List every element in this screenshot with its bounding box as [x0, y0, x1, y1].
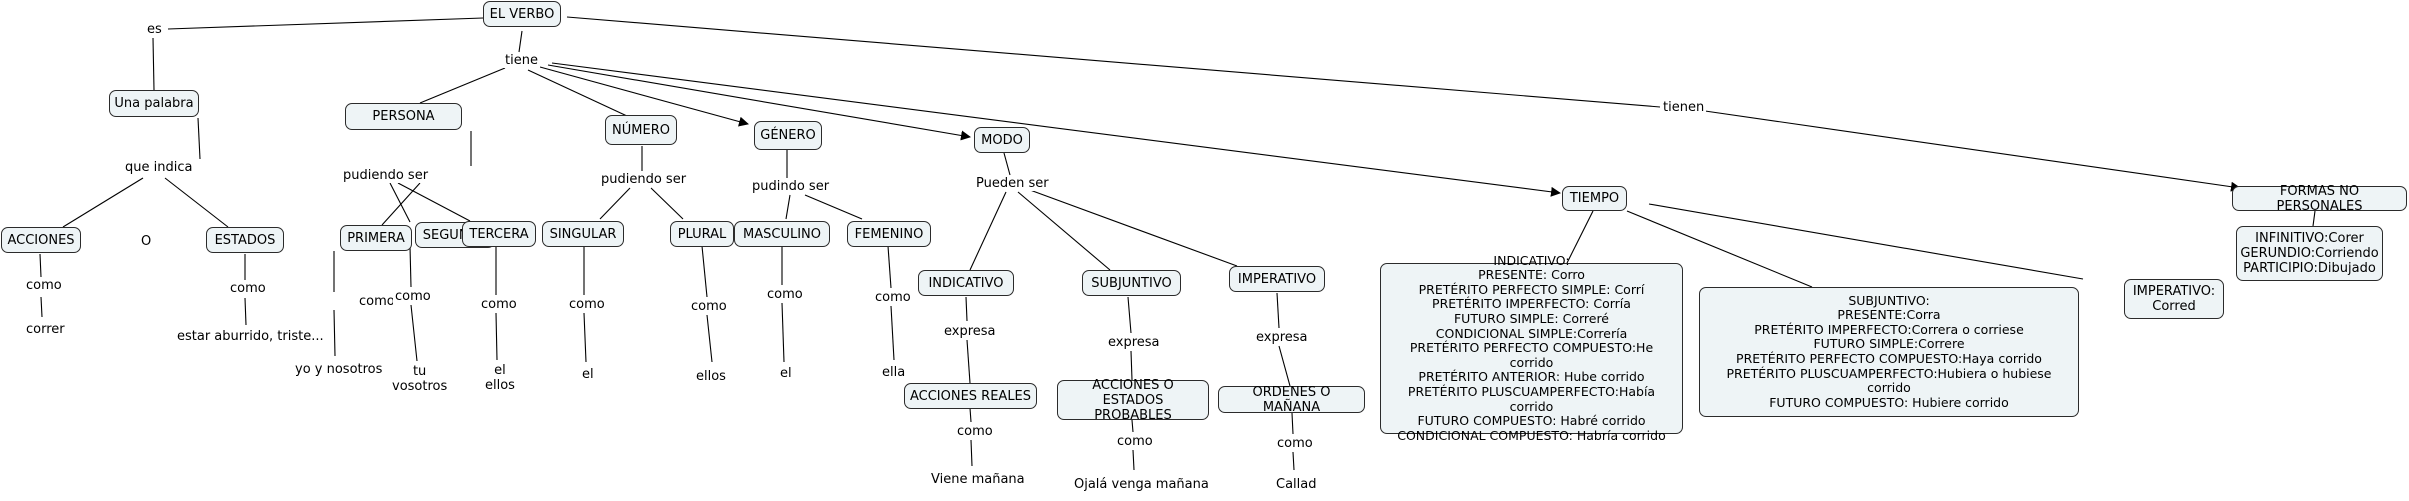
- label-el-singular: el: [580, 367, 596, 382]
- node-tiempo: TIEMPO: [1562, 186, 1627, 211]
- node-tiempo-subjuntivo: SUBJUNTIVO: PRESENTE:Corra PRETÉRITO IMP…: [1699, 287, 2079, 417]
- label-expresa-subjuntivo: expresa: [1106, 335, 1162, 350]
- label-el-masculino: el: [778, 366, 794, 381]
- label-tu-vosotros: tu vosotros: [390, 364, 450, 394]
- label-ella: ella: [880, 365, 908, 380]
- label-estar-aburrido: estar aburrido, triste...: [175, 329, 326, 344]
- node-singular: SINGULAR: [542, 221, 624, 247]
- label-pudiendo-ser-persona: pudiendo ser: [341, 168, 431, 183]
- label-plural-como: como: [689, 299, 729, 314]
- node-primera: PRIMERA: [340, 225, 412, 251]
- label-ellos-plural: ellos: [694, 369, 728, 384]
- node-tiempo-indicativo: INDICATIVO: PRESENTE: Corro PRETÉRITO PE…: [1380, 253, 1683, 443]
- label-pudiendo-ser-numero: pudiendo ser: [599, 172, 689, 187]
- node-persona: PERSONA: [345, 103, 462, 130]
- node-subjuntivo: SUBJUNTIVO: [1082, 270, 1181, 296]
- label-expresa-imperativo: expresa: [1254, 330, 1310, 345]
- node-acciones-reales: ACCIONES REALES: [904, 383, 1037, 409]
- label-reales-como: como: [955, 424, 995, 439]
- label-segunda-como: como: [393, 289, 433, 304]
- label-yo-nosotros: yo y nosotros: [293, 362, 385, 377]
- label-ordenes-como: como: [1275, 436, 1315, 451]
- label-masculino-como: como: [765, 287, 805, 302]
- label-primera-como: como: [357, 294, 397, 309]
- label-tiene: tiene: [503, 53, 540, 68]
- label-acciones-como: como: [24, 278, 64, 293]
- node-numero: NÚMERO: [605, 115, 677, 145]
- label-que-indica: que indica: [123, 160, 195, 175]
- label-femenino-como: como: [873, 290, 913, 305]
- node-modo: MODO: [974, 127, 1030, 153]
- label-o: O: [139, 234, 154, 249]
- label-pudindo-ser-genero: pudindo ser: [750, 179, 832, 194]
- node-indicativo: INDICATIVO: [918, 270, 1014, 296]
- label-ojala: Ojalá venga mañana: [1072, 477, 1211, 492]
- node-estados: ESTADOS: [206, 227, 284, 253]
- label-expresa-indicativo: expresa: [942, 324, 998, 339]
- node-masculino: MASCULINO: [734, 221, 830, 247]
- node-formas-no-personales: FORMAS NO PERSONALES: [2232, 184, 2407, 214]
- label-estados-como: como: [228, 281, 268, 296]
- label-el-ellos: el ellos: [483, 363, 517, 393]
- label-callad: Callad: [1274, 477, 1319, 492]
- label-viene-manana: Viene mañana: [929, 472, 1027, 487]
- node-plural: PLURAL: [670, 221, 734, 247]
- node-genero: GÉNERO: [754, 121, 822, 150]
- node-una-palabra: Una palabra: [109, 90, 199, 117]
- node-tiempo-imperativo: IMPERATIVO: Corred: [2124, 279, 2224, 319]
- label-singular-como: como: [567, 297, 607, 312]
- label-pueden-ser: Pueden ser: [974, 176, 1051, 191]
- label-correr: correr: [24, 322, 67, 337]
- node-formas-detalle: INFINITIVO:Corer GERUNDIO:Corriendo PART…: [2236, 226, 2383, 281]
- node-imperativo: IMPERATIVO: [1229, 266, 1325, 292]
- label-es: es: [145, 22, 164, 37]
- node-ordenes: ORDENES O MAÑANA: [1218, 385, 1365, 415]
- node-acciones: ACCIONES: [1, 227, 81, 253]
- label-tercera-como: como: [479, 297, 519, 312]
- node-femenino: FEMENINO: [847, 221, 931, 247]
- label-tienen: tienen: [1661, 100, 1707, 115]
- node-acciones-probables: ACCIONES O ESTADOS PROBABLES: [1057, 378, 1209, 423]
- node-tercera: TERCERA: [462, 221, 536, 247]
- node-el-verbo: EL VERBO: [483, 1, 561, 27]
- label-probables-como: como: [1115, 434, 1155, 449]
